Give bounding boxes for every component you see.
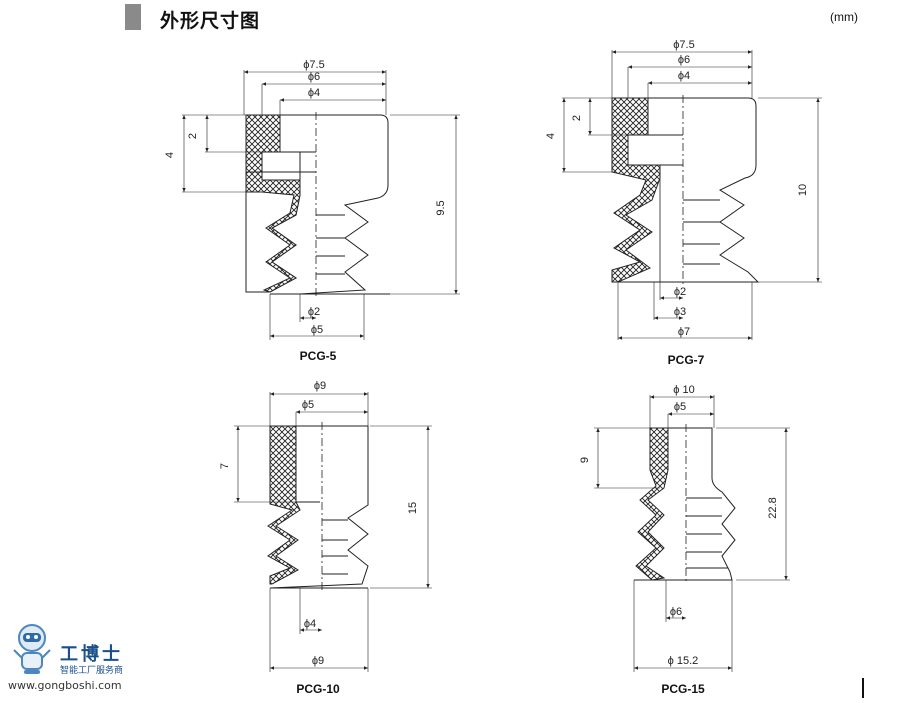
logo-tagline: 智能工厂服务商 [60,666,124,676]
pcg15-dim-bore: ϕ6 [670,606,682,618]
pcg7-label: PCG-7 [668,353,705,367]
pcg5-dim-lip: 2 [187,133,199,139]
pcg5-dim-base: ϕ5 [311,324,323,336]
pcg7-dim-bore: ϕ2 [674,286,686,298]
pcg10-dim-bore: ϕ4 [304,618,316,630]
pcg5-dim-mid: ϕ6 [308,71,320,83]
unit-label: (mm) [830,10,858,24]
pcg10-dim-base: ϕ9 [312,655,324,667]
pcg5-dim-bore: ϕ2 [308,306,320,318]
pcg15-dim-base: ϕ 15.2 [668,655,699,667]
pcg5-dim-in: ϕ4 [308,87,320,99]
pcg7-dim-total: 10 [797,184,809,196]
pcg10-label: PCG-10 [296,682,340,696]
pcg7-dim-top: 4 [545,133,557,139]
pcg5-dim-outer: ϕ7.5 [303,59,324,71]
logo-url: www.gongboshi.com [8,679,122,692]
pcg15-label: PCG-15 [661,682,705,696]
page-edge-mark [862,678,864,698]
pcg15-dim-total: 22.8 [767,497,779,518]
pcg15-dim-in: ϕ5 [674,401,686,413]
page-title: 外形尺寸图 [160,10,261,32]
pcg7-dim-in: ϕ4 [678,70,690,82]
drawing-pcg-5 [182,70,460,340]
pcg7-dim-mid: ϕ6 [678,54,690,66]
pcg5-dim-top: 4 [164,152,176,158]
pcg7-dim-base: ϕ7 [678,326,690,338]
pcg5-dim-total: 9.5 [435,200,447,215]
title-accent-bar [125,4,141,30]
pcg15-dim-outer: ϕ 10 [673,384,694,396]
drawing-pcg-10 [234,392,432,672]
drawing-pcg-7 [562,50,822,340]
pcg10-dim-in: ϕ5 [302,399,314,411]
logo-name: 工博士 [60,644,123,665]
pcg5-label: PCG-5 [300,349,337,363]
pcg10-dim-outer: ϕ9 [314,380,326,392]
pcg7-dim-bore2: ϕ3 [674,306,686,318]
pcg10-dim-top: 7 [219,463,231,469]
pcg7-dim-outer: ϕ7.5 [673,39,694,51]
pcg15-dim-top: 9 [579,457,591,463]
pcg10-dim-total: 15 [407,502,419,514]
pcg7-dim-lip: 2 [571,115,583,121]
robot-logo-icon [13,624,51,674]
drawing-pcg-15 [594,395,790,672]
